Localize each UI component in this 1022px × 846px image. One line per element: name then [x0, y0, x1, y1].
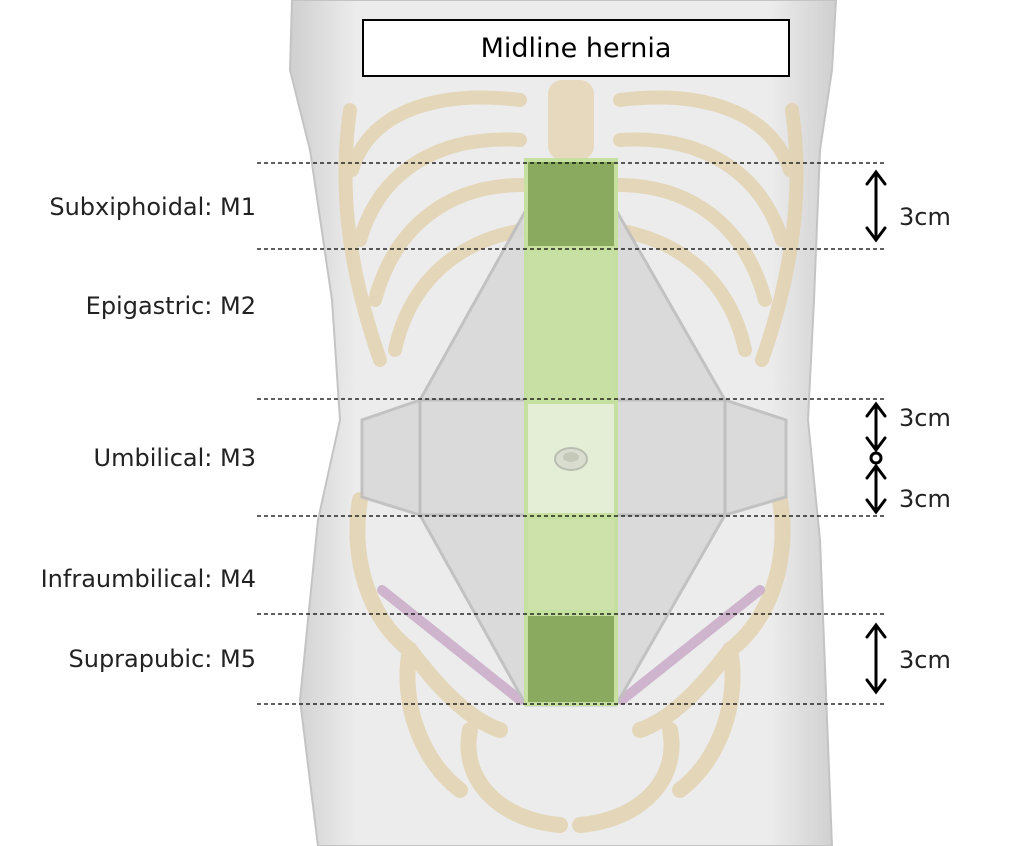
diagram-title: Midline hernia — [362, 19, 790, 77]
zone-m2 — [524, 248, 618, 402]
measure-m3-upper: 3cm — [899, 404, 951, 432]
umbilicus-center — [563, 452, 579, 462]
measure-m5: 3cm — [899, 646, 951, 674]
zone-label-m1: Subxiphoidal: M1 — [49, 193, 256, 221]
zone-label-m2: Epigastric: M2 — [85, 292, 256, 320]
zone-label-m5: Suprapubic: M5 — [68, 645, 257, 673]
rib-cage — [338, 90, 804, 367]
zone-m1 — [524, 158, 618, 250]
zone-m5 — [524, 612, 618, 706]
measure-m3-lower: 3cm — [899, 485, 951, 513]
pelvis — [349, 492, 791, 833]
zone-m4 — [524, 515, 618, 614]
zone-label-m4: Infraumbilical: M4 — [40, 565, 256, 593]
umbilicus-marker — [869, 451, 883, 465]
measure-m1: 3cm — [899, 203, 951, 231]
zone-label-m3: Umbilical: M3 — [93, 444, 256, 472]
inguinal-ligaments — [377, 585, 765, 705]
measurement-arrows — [865, 169, 887, 695]
sternum — [548, 80, 594, 160]
zone-boundary-lines — [257, 162, 887, 705]
